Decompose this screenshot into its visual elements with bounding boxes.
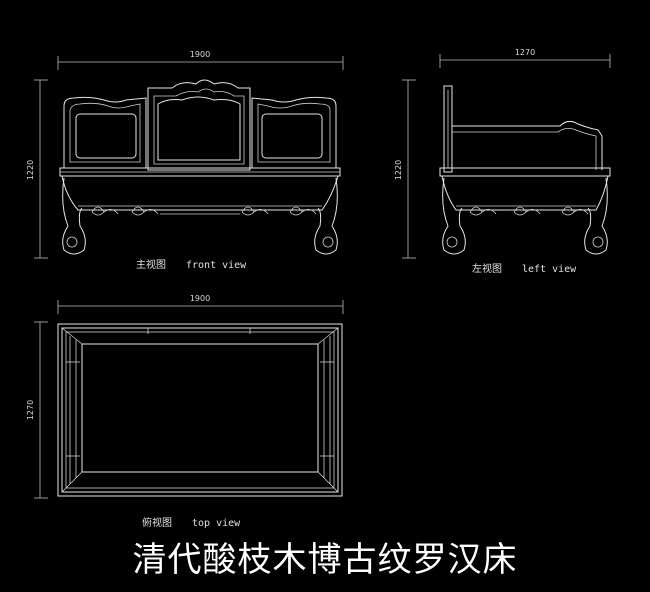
front-caption-en: front view bbox=[186, 260, 247, 271]
left-height-dimension: 1220 bbox=[394, 79, 416, 259]
front-width-label: 1900 bbox=[190, 50, 210, 59]
front-height-dimension: 1220 bbox=[26, 79, 48, 259]
left-caption-cn: 左视图 bbox=[472, 262, 502, 275]
left-width-dimension: 1270 bbox=[439, 48, 611, 68]
top-width-dimension: 1900 bbox=[57, 294, 344, 314]
top-width-label: 1900 bbox=[190, 294, 210, 303]
left-height-label: 1220 bbox=[394, 160, 403, 180]
left-side-frame bbox=[439, 85, 611, 255]
top-caption-cn: 俯视图 bbox=[142, 516, 172, 529]
front-height-label: 1220 bbox=[26, 160, 35, 180]
left-caption-en: left view bbox=[522, 264, 577, 275]
top-view: 1900 1270 bbox=[26, 294, 344, 529]
front-backrest bbox=[63, 79, 337, 171]
top-caption-en: top view bbox=[192, 518, 241, 529]
front-seat bbox=[59, 167, 341, 255]
front-caption-cn: 主视图 bbox=[136, 258, 166, 271]
front-width-dimension: 1900 bbox=[57, 50, 344, 70]
top-height-dimension: 1270 bbox=[26, 321, 48, 499]
drawing-title: 清代酸枝木博古纹罗汉床 bbox=[132, 540, 518, 580]
top-height-label: 1270 bbox=[26, 400, 35, 420]
top-outline bbox=[57, 323, 343, 497]
left-width-label: 1270 bbox=[515, 48, 535, 57]
left-view: 1270 1220 左视图 bbox=[394, 48, 611, 275]
front-view: 1900 1220 bbox=[26, 50, 344, 271]
